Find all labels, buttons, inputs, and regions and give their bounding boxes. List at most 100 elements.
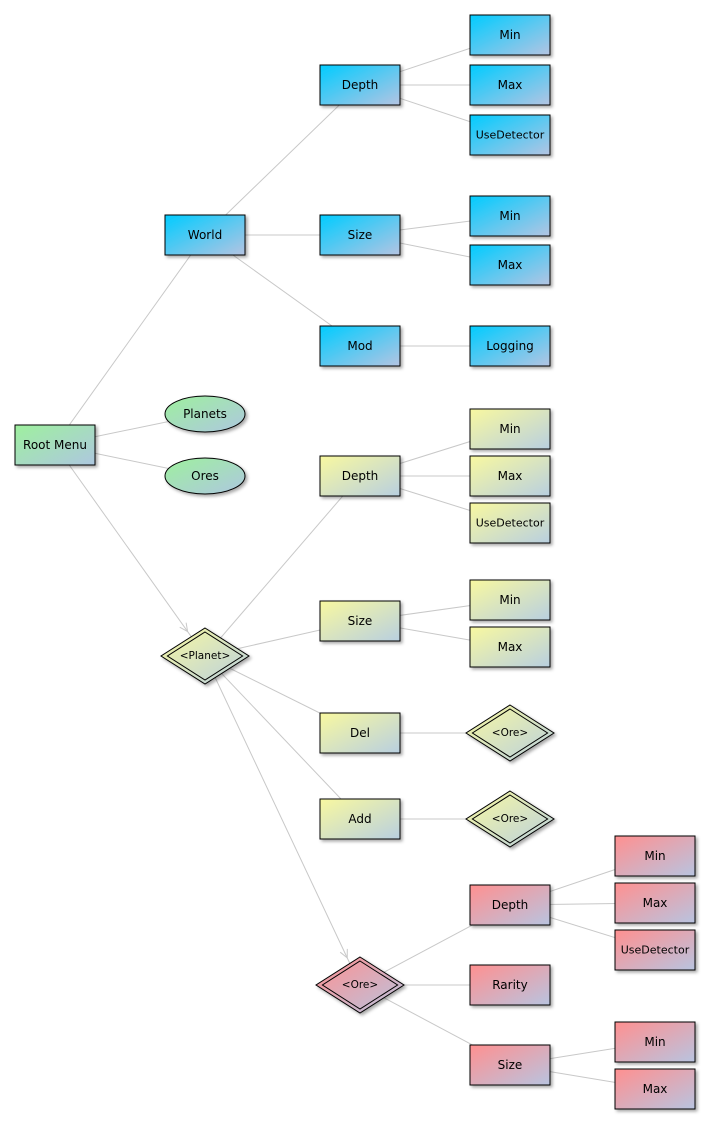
node-p-add[interactable]: Add [319,798,401,840]
node-label: Min [499,28,520,42]
node-o-depth-min[interactable]: Min [614,835,696,877]
node-p-del-ore[interactable]: <Ore> [465,704,555,762]
node-label: Max [498,258,523,272]
node-label: Size [498,1058,523,1072]
node-box [469,884,551,926]
arrowhead-icon [339,948,348,959]
node-diamond [315,956,405,1014]
node-w-depth-use[interactable]: UseDetector [469,114,551,156]
node-box [469,626,551,668]
node-o-size[interactable]: Size [469,1044,551,1086]
node-o-rarity[interactable]: Rarity [469,964,551,1006]
node-diamond [160,627,250,685]
node-o-size-max[interactable]: Max [614,1068,696,1110]
node-label: <Ore> [342,979,378,991]
node-box [469,195,551,237]
node-label: Rarity [492,978,528,992]
node-p-size-min[interactable]: Min [469,579,551,621]
nodes-layer: Root MenuWorldDepthMinMaxUseDetectorSize… [14,14,696,1110]
node-box [614,929,696,971]
node-w-mod[interactable]: Mod [319,325,401,367]
node-diamond [465,790,555,848]
node-box [319,798,401,840]
node-o-depth[interactable]: Depth [469,884,551,926]
node-p-del[interactable]: Del [319,712,401,754]
node-p-depth-use[interactable]: UseDetector [469,502,551,544]
node-label: Ores [191,469,219,483]
node-diamond-inner-border [471,708,549,758]
node-box [469,114,551,156]
node-label: Max [643,896,668,910]
node-root[interactable]: Root Menu [14,424,96,466]
node-label: Logging [486,339,534,353]
node-planets[interactable]: Planets [164,395,246,433]
node-box [469,455,551,497]
node-w-depth-max[interactable]: Max [469,64,551,106]
node-label: Max [498,78,523,92]
node-w-size-max[interactable]: Max [469,244,551,286]
node-diamond [465,704,555,762]
node-box [319,214,401,256]
node-label: UseDetector [621,944,690,957]
node-label: Depth [492,898,529,912]
node-o-size-min[interactable]: Min [614,1021,696,1063]
node-box [14,424,96,466]
node-box [164,214,246,256]
node-ellipse [164,457,246,495]
node-box [469,964,551,1006]
node-label: Max [498,469,523,483]
node-box [469,325,551,367]
node-label: UseDetector [476,129,545,142]
node-w-size[interactable]: Size [319,214,401,256]
node-w-depth[interactable]: Depth [319,64,401,106]
node-p-size[interactable]: Size [319,600,401,642]
node-ore[interactable]: <Ore> [315,956,405,1014]
node-box [614,835,696,877]
node-label: Size [348,228,373,242]
node-box [319,325,401,367]
node-w-mod-log[interactable]: Logging [469,325,551,367]
node-label: Add [348,812,371,826]
node-label: Depth [342,469,379,483]
node-label: Max [498,640,523,654]
node-label: World [188,228,222,242]
node-box [469,408,551,450]
node-diamond-inner-border [321,960,399,1010]
node-label: Max [643,1082,668,1096]
node-p-add-ore[interactable]: <Ore> [465,790,555,848]
node-w-size-min[interactable]: Min [469,195,551,237]
node-box [319,600,401,642]
node-box [469,64,551,106]
edge-planet-to-p_depth [204,475,361,657]
node-label: Min [644,1035,665,1049]
node-diamond-inner-border [471,794,549,844]
node-p-depth[interactable]: Depth [319,455,401,497]
node-label: Planets [183,407,227,421]
node-diamond-inner-border [166,631,244,681]
node-box [614,1021,696,1063]
node-label: <Ore> [492,727,528,739]
node-p-depth-min[interactable]: Min [469,408,551,450]
node-planet[interactable]: <Planet> [160,627,250,685]
node-box [319,64,401,106]
node-box [469,244,551,286]
arrowhead-icon [179,622,189,633]
node-o-depth-max[interactable]: Max [614,882,696,924]
node-p-depth-max[interactable]: Max [469,455,551,497]
node-label: Mod [347,339,372,353]
node-o-depth-use[interactable]: UseDetector [614,929,696,971]
node-w-depth-min[interactable]: Min [469,14,551,56]
node-label: Del [350,726,370,740]
edge-planet-to-ore [204,655,361,986]
edges-layer [54,34,656,1090]
node-box [614,882,696,924]
node-label: Min [644,849,665,863]
node-label: Root Menu [23,438,87,452]
node-label: Min [499,209,520,223]
node-ores[interactable]: Ores [164,457,246,495]
node-box [319,455,401,497]
node-p-size-max[interactable]: Max [469,626,551,668]
node-world[interactable]: World [164,214,246,256]
edge-world-to-w_depth [204,84,361,236]
